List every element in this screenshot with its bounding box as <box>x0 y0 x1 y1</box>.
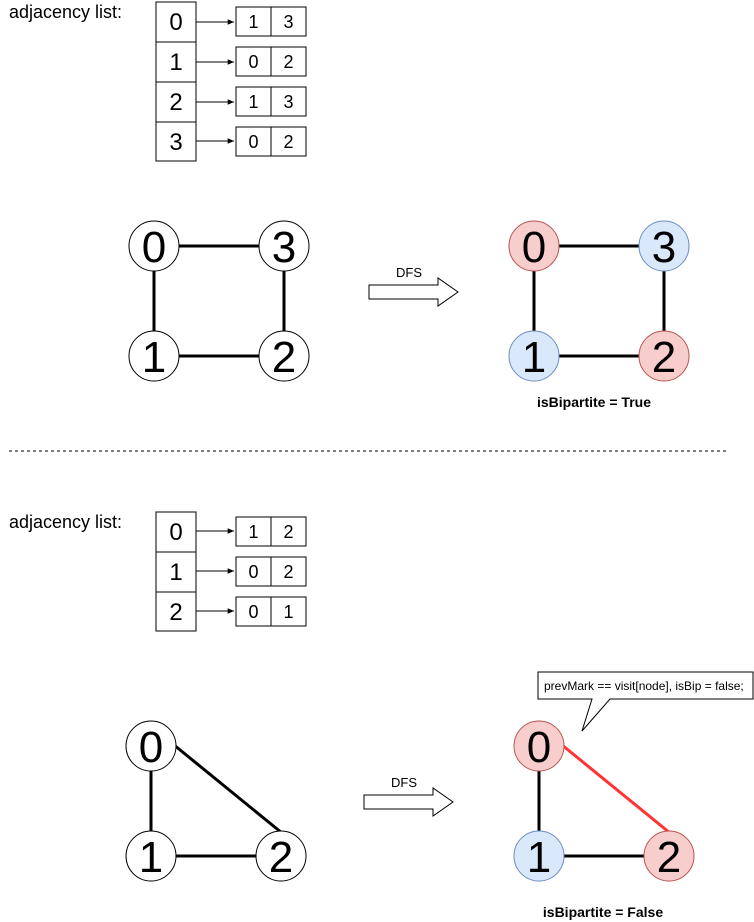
graph-node-label: 0 <box>139 723 163 772</box>
adj-neighbor-label: 2 <box>283 522 293 542</box>
block-arrow-icon <box>363 787 454 817</box>
graph-node <box>258 220 310 272</box>
adj-neighbor-cell <box>270 126 307 157</box>
graph-node <box>128 330 180 382</box>
adjacency-list-label: adjacency list: <box>9 512 122 532</box>
result-label: isBipartite = False <box>543 904 663 920</box>
adj-neighbor-label: 0 <box>248 52 258 72</box>
adj-neighbor-label: 0 <box>248 602 258 622</box>
graph-node <box>258 330 310 382</box>
graph-node <box>125 830 177 882</box>
adj-neighbor-cell <box>270 556 307 587</box>
conflict-edge <box>561 743 671 835</box>
adjacency-list-1: 0 1 3 1 0 2 2 1 3 3 0 2 <box>155 1 307 162</box>
adj-node-label: 2 <box>169 89 182 116</box>
adj-neighbor-cell <box>270 596 307 627</box>
adj-neighbor-label: 3 <box>283 92 293 112</box>
adjacency-list-label: adjacency list: <box>9 2 122 22</box>
dfs-label: DFS <box>391 775 417 790</box>
callout-text: prevMark == visit[node], isBip = false; <box>544 679 744 693</box>
adj-neighbor-label: 2 <box>283 132 293 152</box>
adj-neighbor-label: 0 <box>248 132 258 152</box>
graph-node-label: 2 <box>657 833 681 882</box>
adj-neighbor-cell <box>270 46 307 77</box>
adj-neighbor-cell <box>235 596 272 627</box>
adj-neighbor-label: 1 <box>283 602 293 622</box>
adj-node-label: 0 <box>169 9 182 36</box>
adj-neighbor-label: 3 <box>283 12 293 32</box>
graph-node-blue <box>508 330 560 382</box>
dfs-arrow-2: DFS <box>363 775 454 817</box>
graph-node-red <box>638 330 690 382</box>
adj-node-label: 0 <box>169 519 182 546</box>
graph-node <box>255 830 307 882</box>
adj-neighbor-label: 1 <box>248 522 258 542</box>
adj-neighbor-label: 1 <box>248 12 258 32</box>
result-label: isBipartite = True <box>537 394 651 410</box>
graph-node-red <box>643 830 695 882</box>
dfs-label: DFS <box>396 265 422 280</box>
graph-node-red <box>513 720 565 772</box>
adj-neighbor-cell <box>270 516 307 547</box>
graph-node-label: 1 <box>142 333 166 382</box>
adj-neighbor-label: 2 <box>283 52 293 72</box>
adj-node-label: 2 <box>169 599 182 626</box>
adj-node-cell <box>155 551 197 593</box>
graph-node <box>128 220 180 272</box>
graph-node-label: 1 <box>522 333 546 382</box>
graph-node-blue <box>513 830 565 882</box>
graph-node-label: 3 <box>272 223 296 272</box>
graph-node-label: 2 <box>272 333 296 382</box>
graph-node <box>125 720 177 772</box>
adj-neighbor-cell <box>235 516 272 547</box>
adj-neighbor-label: 2 <box>283 562 293 582</box>
colored-graph-2: 0 1 2 <box>513 720 695 882</box>
adj-neighbor-cell <box>235 126 272 157</box>
adj-neighbor-cell <box>270 6 307 37</box>
adj-neighbor-cell <box>235 6 272 37</box>
graph-node-label: 1 <box>139 833 163 882</box>
colored-graph-1: 0 3 1 2 <box>508 220 690 382</box>
callout-bubble <box>537 671 754 732</box>
adj-node-cell <box>155 121 197 162</box>
graph-node-label: 2 <box>269 833 293 882</box>
graph-node-label: 0 <box>522 223 546 272</box>
conflict-callout: prevMark == visit[node], isBip = false; <box>537 671 754 732</box>
adj-neighbor-cell <box>270 86 307 117</box>
adj-neighbor-label: 1 <box>248 92 258 112</box>
graph-node-blue <box>638 220 690 272</box>
adj-node-cell <box>155 1 197 43</box>
graph-node-label: 1 <box>527 833 551 882</box>
input-graph-1: 0 3 1 2 <box>128 220 310 382</box>
input-graph-2: 0 1 2 <box>125 720 307 882</box>
adj-node-label: 3 <box>169 129 182 156</box>
adj-node-label: 1 <box>169 559 182 586</box>
adj-neighbor-label: 0 <box>248 562 258 582</box>
graph-node-label: 2 <box>652 333 676 382</box>
adj-node-cell <box>155 81 197 123</box>
dfs-arrow-1: DFS <box>368 265 459 307</box>
graph-node-label: 3 <box>652 223 676 272</box>
block-arrow-icon <box>368 277 459 307</box>
adj-neighbor-cell <box>235 86 272 117</box>
graph-edge <box>173 743 283 835</box>
adj-node-label: 1 <box>169 49 182 76</box>
adjacency-list-2: 0 1 2 1 0 2 2 0 1 <box>155 511 307 632</box>
graph-node-label: 0 <box>527 723 551 772</box>
graph-node-label: 0 <box>142 223 166 272</box>
graph-node-red <box>508 220 560 272</box>
